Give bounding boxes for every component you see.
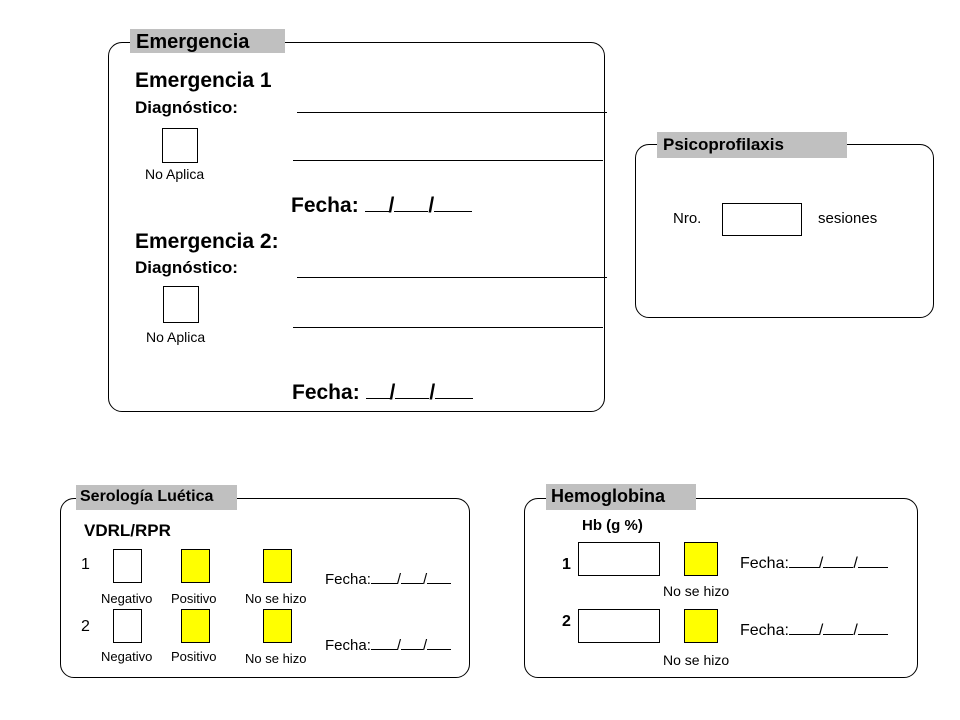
emergencia-1-fecha-label: Fecha: xyxy=(291,194,359,217)
serologia-row-2-positivo-checkbox[interactable] xyxy=(181,609,210,643)
serologia-row-2-negativo-checkbox[interactable] xyxy=(113,609,142,643)
serologia-subtitle: VDRL/RPR xyxy=(84,521,171,540)
hemoglobina-row-2-no-se-hizo-checkbox[interactable] xyxy=(684,609,718,643)
emergencia-2-diagnostico-label: Diagnóstico: xyxy=(135,258,238,277)
emergencia-1-diagnostico-line-2[interactable] xyxy=(293,160,603,161)
serologia-row-1-fecha[interactable]: Fecha:// xyxy=(325,568,452,588)
serologia-row-1-no-se-hizo-label: No se hizo xyxy=(245,591,307,606)
serologia-row-2-positivo-label: Positivo xyxy=(171,649,217,664)
emergencia-panel xyxy=(108,42,605,412)
serologia-row-1-positivo-label: Positivo xyxy=(171,591,217,606)
hemoglobina-row-2-value-input[interactable] xyxy=(578,609,660,643)
hemoglobina-subtitle: Hb (g %) xyxy=(582,517,643,534)
emergencia-1-fecha[interactable]: Fecha: // xyxy=(291,190,473,217)
emergencia-1-diagnostico-line-1[interactable] xyxy=(297,112,607,113)
serologia-row-2-fecha[interactable]: Fecha:// xyxy=(325,634,452,654)
serologia-panel xyxy=(60,498,470,678)
emergencia-2-heading: Emergencia 2: xyxy=(135,230,279,253)
hemoglobina-row-1-no-se-hizo-label: No se hizo xyxy=(663,583,730,599)
serologia-row-2-number: 2 xyxy=(81,618,90,635)
emergencia-2-fecha-label: Fecha: xyxy=(292,381,360,404)
serologia-row-2-fecha-label: Fecha: xyxy=(325,637,371,654)
hemoglobina-row-2-fecha-label: Fecha: xyxy=(740,622,789,639)
hemoglobina-row-1-no-se-hizo-checkbox[interactable] xyxy=(684,542,718,576)
serologia-row-1-number: 1 xyxy=(81,556,90,573)
serologia-row-2-negativo-label: Negativo xyxy=(101,649,153,664)
serologia-row-2-no-se-hizo-checkbox[interactable] xyxy=(263,609,292,643)
emergencia-1-diagnostico-label: Diagnóstico: xyxy=(135,98,238,117)
serologia-title: Serología Luética xyxy=(76,485,237,510)
psicoprofilaxis-title: Psicoprofilaxis xyxy=(657,132,847,158)
hemoglobina-row-2-fecha[interactable]: Fecha:// xyxy=(740,618,888,639)
hemoglobina-panel xyxy=(524,498,918,678)
emergencia-1-heading: Emergencia 1 xyxy=(135,69,272,92)
hemoglobina-row-2-number: 2 xyxy=(562,613,571,630)
emergencia-2-no-aplica-label: No Aplica xyxy=(146,329,206,345)
emergencia-title: Emergencia xyxy=(130,29,285,53)
hemoglobina-row-1-fecha-label: Fecha: xyxy=(740,555,789,572)
serologia-row-2-no-se-hizo-label: No se hizo xyxy=(245,651,307,666)
emergencia-1-no-aplica-checkbox[interactable] xyxy=(162,128,198,163)
hemoglobina-title: Hemoglobina xyxy=(546,484,696,510)
serologia-row-1-no-se-hizo-checkbox[interactable] xyxy=(263,549,292,583)
emergencia-2-diagnostico-line-2[interactable] xyxy=(293,327,603,328)
hemoglobina-row-2-no-se-hizo-label: No se hizo xyxy=(663,652,730,668)
emergencia-2-diagnostico-line-1[interactable] xyxy=(297,277,607,278)
serologia-row-1-fecha-label: Fecha: xyxy=(325,571,371,588)
hemoglobina-row-1-fecha[interactable]: Fecha:// xyxy=(740,551,888,572)
emergencia-1-no-aplica-label: No Aplica xyxy=(145,166,205,182)
serologia-row-1-positivo-checkbox[interactable] xyxy=(181,549,210,583)
serologia-row-1-negativo-checkbox[interactable] xyxy=(113,549,142,583)
psicoprofilaxis-sesiones-label: sesiones xyxy=(818,210,878,227)
emergencia-2-no-aplica-checkbox[interactable] xyxy=(163,286,199,323)
hemoglobina-row-1-value-input[interactable] xyxy=(578,542,660,576)
emergencia-2-fecha[interactable]: Fecha: // xyxy=(292,377,474,404)
psicoprofilaxis-sesiones-input[interactable] xyxy=(722,203,802,236)
serologia-row-1-negativo-label: Negativo xyxy=(101,591,153,606)
hemoglobina-row-1-number: 1 xyxy=(562,556,571,573)
psicoprofilaxis-nro-label: Nro. xyxy=(673,210,702,227)
